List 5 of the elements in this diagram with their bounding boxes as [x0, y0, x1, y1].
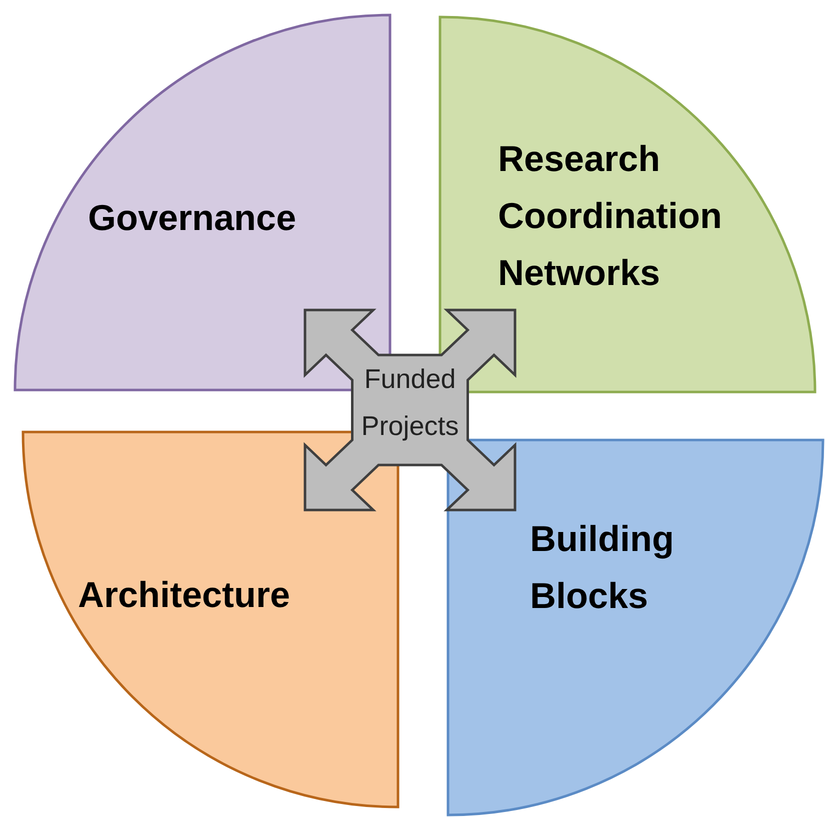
segment-label: Governance	[88, 196, 298, 240]
segment-label: Building Blocks	[530, 517, 675, 618]
segment-label: Architecture	[78, 573, 292, 617]
center-label: Funded Projects	[360, 363, 460, 443]
segment-label: Research Coordination Networks	[498, 137, 723, 295]
